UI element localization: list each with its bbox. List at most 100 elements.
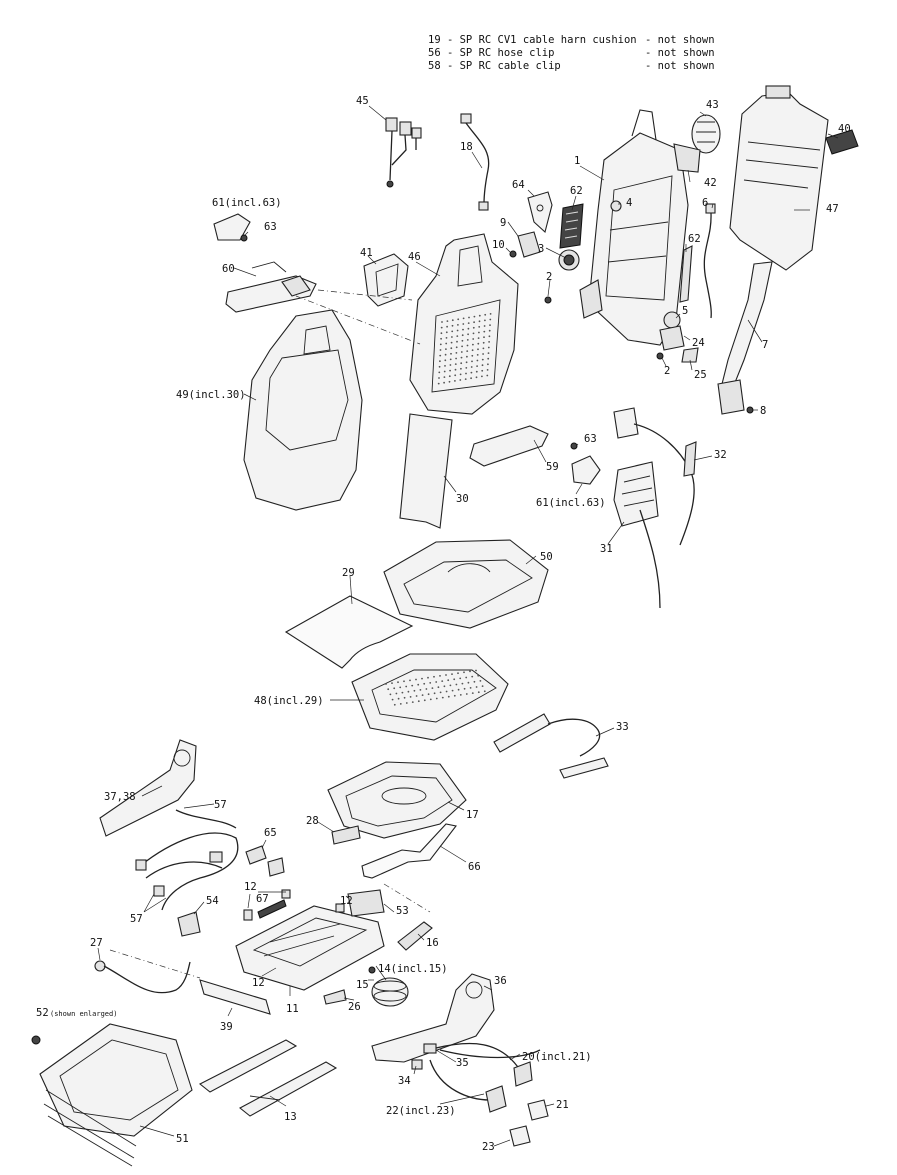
part-43-42-headrest-guide: [673, 114, 721, 173]
callout-39: 39: [220, 1021, 233, 1033]
perforation-dot: [481, 364, 484, 367]
perforation-dot: [429, 682, 432, 684]
part-35-34-connectors: [411, 1043, 437, 1070]
perforation-dot: [461, 682, 464, 685]
perforation-dot: [454, 363, 457, 365]
perforation-dot: [459, 379, 462, 381]
callout-47: 47: [826, 203, 839, 215]
part-57-wiring-harness: [135, 809, 239, 911]
perforation-dot: [443, 376, 446, 378]
part-31-32-airbag-module: [613, 407, 697, 609]
part-62-side-pad: [679, 245, 693, 303]
perforation-dot: [391, 698, 394, 701]
perforation-dot: [470, 377, 472, 380]
callout-52-note: (shown enlarged): [50, 1010, 117, 1018]
perforation-dot: [455, 683, 458, 686]
perforation-dot: [462, 328, 464, 331]
note-text: 19 - SP RC CV1 cable harn cushion: [428, 34, 637, 46]
perforation-dot: [465, 693, 468, 695]
note-row: 19 - SP RC CV1 cable harn cushion - not …: [428, 34, 748, 47]
callout-6: 6: [702, 197, 708, 209]
callout-16: 16: [426, 937, 439, 949]
part-28-clip: [331, 825, 361, 845]
callout-5: 5: [682, 305, 688, 317]
callout-30: 30: [456, 493, 469, 505]
part-5-24-25-recliner: [544, 296, 699, 363]
perforation-dot: [449, 358, 452, 361]
part-66-rod: [361, 823, 457, 879]
part-6-cable: [703, 203, 716, 319]
perforation-dot: [454, 368, 457, 371]
part-16-motor: [397, 921, 433, 951]
part-7-8-seat-belt: [717, 261, 773, 415]
perforation-dot: [437, 686, 440, 689]
perforation-dot: [487, 346, 490, 349]
callout-31: 31: [600, 543, 613, 555]
callout-24: 24: [692, 337, 705, 349]
perforation-dot: [463, 687, 466, 690]
perforation-dot: [415, 695, 418, 697]
part-61-cover-upper: [213, 213, 251, 242]
perforation-dot: [401, 691, 404, 694]
perforation-dot: [459, 694, 462, 696]
perforation-dot: [439, 360, 441, 363]
callout-18: 18: [460, 141, 473, 153]
callout-35: 35: [456, 1057, 469, 1069]
part-41-vent-duct: [363, 253, 409, 307]
perforation-dot: [476, 359, 479, 362]
perforation-dot: [456, 340, 458, 343]
perforation-dot: [478, 320, 481, 323]
callout-62: 62: [570, 185, 583, 197]
perforation-dot: [470, 366, 473, 368]
perforation-dot: [484, 319, 486, 322]
perforation-dot: [444, 353, 447, 356]
callout-9: 9: [500, 217, 506, 229]
callout-12: 12: [252, 977, 265, 989]
perforation-dot: [451, 336, 453, 338]
perforation-dot: [409, 696, 412, 698]
perforation-dot: [440, 332, 443, 335]
callout-17: 17: [466, 809, 479, 821]
perforation-dot: [438, 365, 441, 368]
perforation-dot: [435, 697, 438, 700]
perforation-dot: [450, 347, 453, 350]
perforation-dot: [439, 675, 441, 677]
perforation-dot: [477, 674, 480, 677]
perforation-dot: [417, 700, 420, 703]
callout-11: 11: [286, 1003, 299, 1015]
part-65-brackets: [245, 845, 285, 877]
note-text: 56 - SP RC hose clip: [428, 47, 555, 59]
perforation-dot: [471, 349, 474, 352]
perforation-dot: [449, 684, 452, 687]
perforation-dot: [477, 337, 480, 339]
perforation-dot: [488, 341, 490, 343]
callout-12: 12: [340, 895, 353, 907]
part-13-rails: [198, 1039, 338, 1117]
perforation-dot: [443, 381, 445, 384]
part-49-seat-back-cover: [243, 309, 363, 511]
perforation-dot: [451, 324, 454, 327]
part-33-bracket-cable: [493, 713, 609, 779]
perforation-dot: [407, 690, 410, 693]
perforation-dot: [451, 689, 454, 692]
perforation-dot: [437, 382, 440, 385]
perforation-dot: [421, 694, 424, 696]
note-row: 56 - SP RC hose clip - not shown: [428, 47, 748, 60]
perforation-dot: [470, 371, 473, 374]
part-18-cable: [460, 113, 490, 211]
perforation-dot: [447, 695, 450, 698]
part-47-rear-panel: [729, 85, 829, 271]
callout-2: 2: [664, 365, 670, 377]
callout-45: 45: [356, 95, 369, 107]
perforation-dot: [465, 367, 468, 369]
perforation-dot: [456, 329, 459, 332]
not-shown-notes: 19 - SP RC CV1 cable harn cushion - not …: [428, 34, 748, 73]
callout-1: 1: [574, 155, 580, 167]
perforation-dot: [444, 359, 447, 362]
perforation-dot: [445, 690, 448, 693]
perforation-dot: [457, 688, 460, 691]
perforation-dot: [482, 353, 484, 355]
note-status: - not shown: [645, 47, 715, 59]
perforation-dot: [451, 319, 454, 322]
